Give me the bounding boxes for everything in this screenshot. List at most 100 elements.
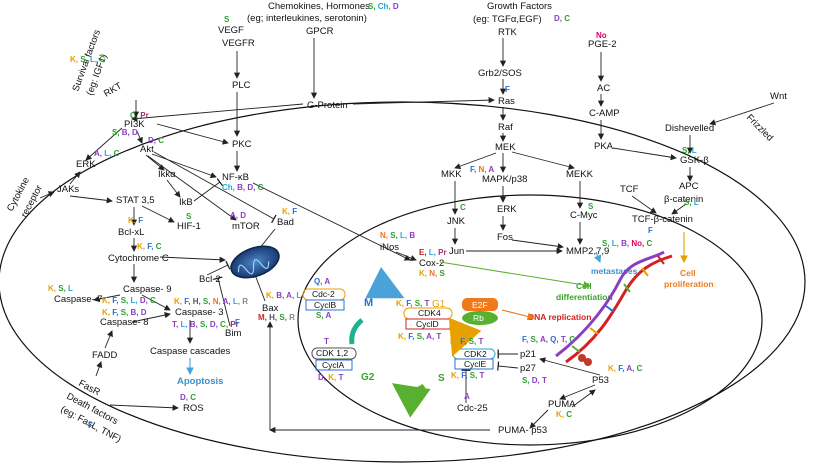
rkt-label: RKT bbox=[102, 80, 124, 99]
node-mmp: MMP2,7,9 bbox=[566, 246, 609, 257]
node-pka: PKA bbox=[594, 141, 614, 152]
node-jaks: JAKs bbox=[57, 184, 79, 195]
pathway-nodes: PLC PKC G-Protein Grb2/SOS Ras Raf MEK M… bbox=[54, 68, 714, 436]
svg-text:Cdc-2: Cdc-2 bbox=[312, 289, 335, 299]
frizzled-label: Frizzled bbox=[744, 112, 775, 143]
tag-t-cycd: K, F, S, A, T bbox=[398, 332, 441, 341]
node-ikka: Ikkα bbox=[158, 169, 176, 180]
tag-t-growth: D, C bbox=[554, 14, 570, 23]
node-ras: Ras bbox=[498, 96, 515, 107]
e2f-box bbox=[462, 298, 498, 311]
node-cdc25: Cdc-25 bbox=[457, 403, 488, 414]
pathway-arrows bbox=[39, 38, 775, 434]
node-bcl2: Bcl-2 bbox=[199, 274, 221, 285]
tag-t-cdk4: K, F, S, T bbox=[396, 299, 429, 308]
vegf-label: VEGF bbox=[218, 25, 244, 36]
node-bad: Bad bbox=[277, 217, 294, 228]
tag-t-mmp: S, L, B, No, C bbox=[602, 239, 652, 248]
node-tcf-bcatenin: TCF-β-catenin bbox=[632, 214, 693, 225]
tag-t-cdc2: Q, A bbox=[314, 277, 330, 286]
node-cell-proliferation: Cell bbox=[680, 268, 696, 278]
tag-t-ras: F bbox=[505, 85, 510, 94]
node-caspase-9: Caspase- 9 bbox=[123, 284, 172, 295]
cycle-arrow-green bbox=[391, 383, 431, 418]
node-fos: Fos bbox=[497, 232, 513, 243]
tag-t-bcat: S, L bbox=[684, 198, 699, 207]
node-ac: AC bbox=[597, 83, 610, 94]
node-pi3k: PI3K bbox=[124, 119, 145, 130]
svg-text:CyclA: CyclA bbox=[322, 360, 345, 370]
tag-t-pge: No bbox=[596, 31, 607, 40]
node-p21: p21 bbox=[520, 349, 536, 360]
node-erk-right: ERK bbox=[497, 204, 517, 215]
dna-helix-image bbox=[555, 250, 673, 366]
tag-t-cdk2: K, F, S, T bbox=[450, 337, 483, 346]
node-pkc: PKC bbox=[232, 139, 252, 150]
phase-g1: G1 bbox=[432, 299, 446, 310]
tag-t-pi3k-a: C, Pr bbox=[130, 111, 149, 120]
node-tcf: TCF bbox=[620, 184, 639, 195]
tag-t-mapk: F, N, A bbox=[470, 165, 494, 174]
tag-t-vegf: S bbox=[224, 15, 230, 24]
tag-t-gsk: S, L bbox=[682, 146, 697, 155]
tag-t-ros: D, C bbox=[180, 393, 196, 402]
cycla-box bbox=[315, 359, 353, 371]
vegfr-label: VEGFR bbox=[222, 38, 255, 49]
svg-text:E2F: E2F bbox=[472, 300, 488, 310]
node-mapk: MAPK/p38 bbox=[482, 174, 527, 185]
node-gsk: GSK-β bbox=[680, 155, 709, 166]
node-caspase-cascades: Caspase cascades bbox=[150, 346, 231, 357]
node-plc: PLC bbox=[232, 80, 251, 91]
node-ikb: IkB bbox=[179, 197, 193, 208]
svg-text:CDK2: CDK2 bbox=[464, 349, 487, 359]
tag-t-casp8: K, F, S, B, D bbox=[102, 308, 147, 317]
node-cmyc: C-Myc bbox=[570, 210, 598, 221]
node-fadd: FADD bbox=[92, 350, 117, 361]
tag-t-erk: A, L, C bbox=[94, 149, 120, 158]
node-dishevelled: Dishevelled bbox=[665, 123, 714, 134]
cycle-box bbox=[454, 358, 494, 370]
tag-t-cycla: D, K, T bbox=[318, 373, 343, 382]
node-akt: Akt bbox=[140, 144, 154, 155]
node-nfkb: NF-κB bbox=[222, 172, 249, 183]
tag-t-pi3k-b: S, B, D bbox=[112, 128, 138, 137]
node-bclxl: Bcl-xL bbox=[118, 227, 144, 238]
tag-t-cytc: K, F, C bbox=[137, 242, 162, 251]
node-dna-replication: DNA replication bbox=[528, 312, 591, 322]
node-ros: ROS bbox=[183, 403, 204, 414]
node-g-protein: G-Protein bbox=[307, 100, 348, 111]
rtk-label: RTK bbox=[498, 27, 517, 38]
node-mtor: mTOR bbox=[232, 221, 260, 232]
tag-t-casp3-a: K, F, H, S, N, A, L, R bbox=[174, 297, 248, 306]
svg-text:Rb: Rb bbox=[473, 313, 484, 323]
nucleus bbox=[297, 194, 763, 446]
node-cox2: Cox-2 bbox=[419, 258, 444, 269]
tag-t-cdc25: A bbox=[464, 392, 470, 401]
svg-text:CyclB: CyclB bbox=[314, 300, 337, 310]
tag-t-cmyc: S bbox=[588, 202, 594, 211]
node-camp: C-AMP bbox=[589, 108, 620, 119]
tag-t-akt: D, C bbox=[148, 136, 164, 145]
mitochondrion-image bbox=[230, 245, 280, 279]
cdk12-box bbox=[311, 347, 357, 360]
tag-t-nfkb: Ch, B, D, C bbox=[222, 183, 264, 192]
pge2-label: PGE-2 bbox=[588, 39, 617, 50]
node-raf: Raf bbox=[498, 122, 513, 133]
tag-t-cox-a: E, L, Pr bbox=[419, 248, 447, 257]
node-hif: HIF-1 bbox=[177, 221, 201, 232]
node-bcatenin: β-catenin bbox=[664, 194, 703, 205]
node-bax: Bax bbox=[262, 303, 279, 314]
tag-t-cdk12: T bbox=[324, 337, 329, 346]
node-apc: APC bbox=[679, 181, 699, 192]
cell-cycle: Cdc-2 CyclB M G1 CDK4 CyclD E2F Rb CDK 1… bbox=[302, 250, 673, 418]
node-inos: iNos bbox=[380, 242, 399, 253]
wnt-label: Wnt bbox=[770, 91, 787, 102]
growth-factors-example: (eg: TGFα,EGF) bbox=[473, 14, 542, 25]
tag-t-cycle: K, F, S, T bbox=[451, 371, 484, 380]
svg-text:CyclE: CyclE bbox=[464, 359, 487, 369]
cell-membrane bbox=[0, 101, 806, 463]
gpcr-label: GPCR bbox=[306, 26, 334, 37]
node-mkk: MKK bbox=[441, 169, 462, 180]
node-cell-proliferation-2: proliferation bbox=[664, 279, 714, 289]
